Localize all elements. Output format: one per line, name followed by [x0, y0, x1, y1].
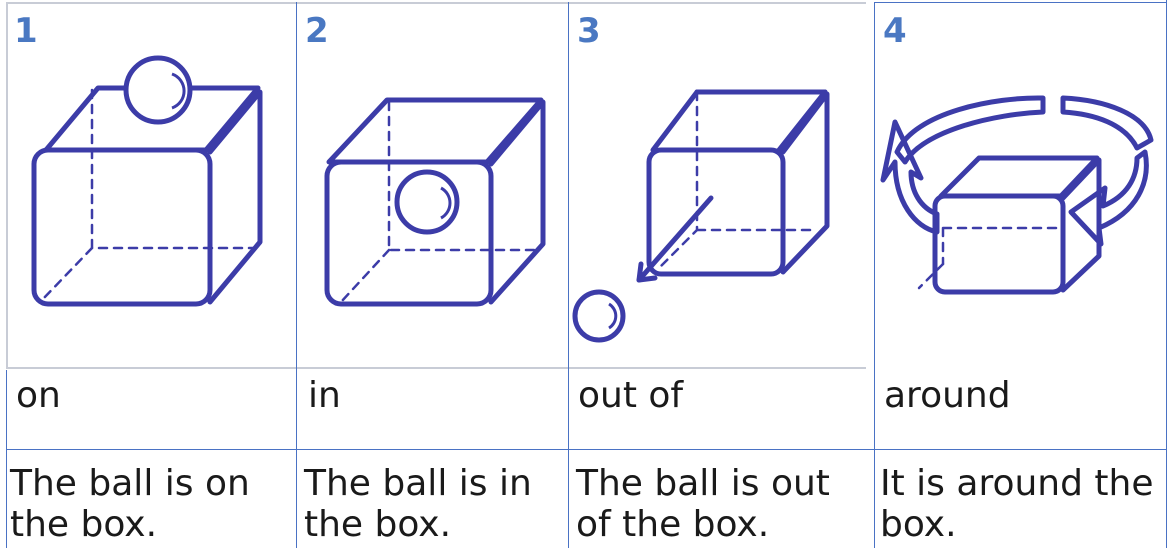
panel-on: 1	[6, 2, 296, 370]
ball-in-box-icon	[297, 2, 568, 370]
ball-on-box-icon	[6, 2, 296, 370]
example-sentence: The ball is in the box.	[304, 463, 566, 545]
panel-around: 4	[875, 2, 1166, 370]
panel-in: 2	[297, 2, 568, 370]
column-divider-left	[6, 370, 7, 548]
preposition-label: around	[884, 378, 1011, 414]
column-divider-right	[1166, 0, 1167, 548]
ball-out-of-box-icon	[569, 2, 874, 370]
example-sentence: The ball is out of the box.	[576, 463, 872, 545]
example-sentence: It is around the box.	[880, 463, 1164, 545]
preposition-label: out of	[578, 378, 683, 414]
preposition-label: on	[16, 378, 61, 414]
preposition-label: in	[308, 378, 341, 414]
panel-out-of: 3	[569, 2, 874, 370]
example-sentence: The ball is on the box.	[10, 463, 294, 545]
arrow-around-box-icon	[875, 2, 1166, 370]
row-divider	[6, 449, 1167, 450]
